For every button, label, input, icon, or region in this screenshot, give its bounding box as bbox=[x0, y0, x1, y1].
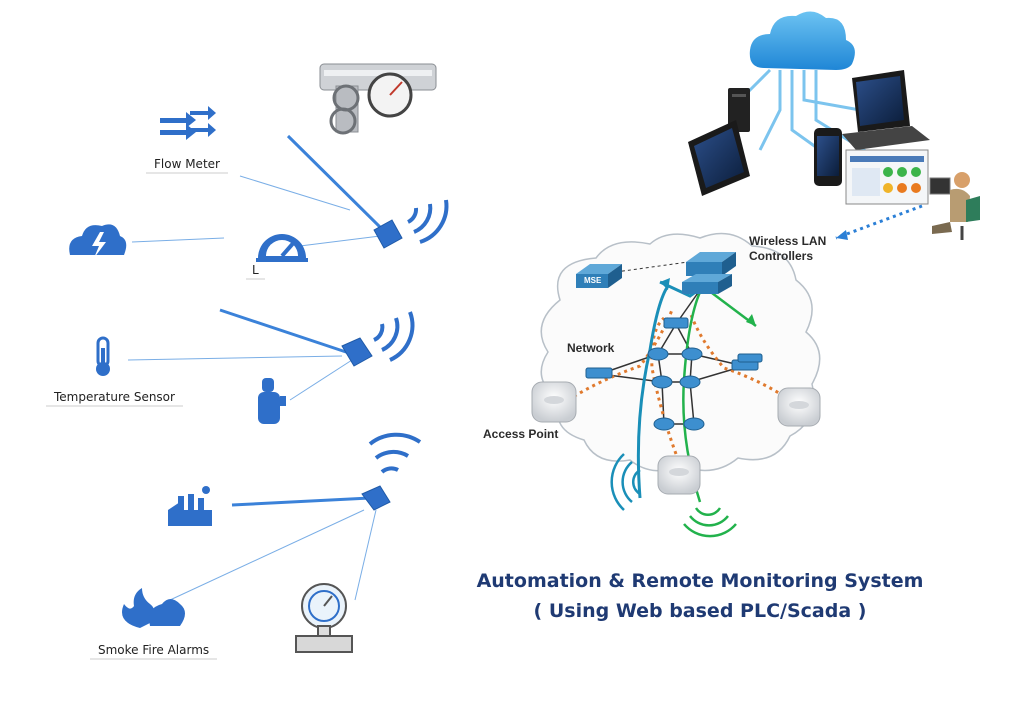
access-point-left bbox=[531, 381, 577, 423]
wireless-transmitter-1 bbox=[373, 199, 449, 249]
mse-link bbox=[615, 261, 689, 273]
wireless-transmitter-3 bbox=[361, 432, 422, 511]
pipe-gauge-icon bbox=[319, 63, 437, 135]
label-wireless-lan: Wireless LAN bbox=[749, 234, 827, 248]
controller-switch-icon bbox=[682, 252, 736, 294]
diagram-subtitle: ( Using Web based PLC/Scada ) bbox=[533, 600, 867, 622]
laptop-device bbox=[842, 70, 930, 150]
label-network: Network bbox=[567, 341, 615, 355]
access-point-bottom bbox=[657, 455, 701, 495]
internet-cloud-icon bbox=[749, 11, 855, 71]
label-access-point: Access Point bbox=[483, 427, 559, 441]
smoke-fire-icon bbox=[122, 588, 185, 628]
factory-icon bbox=[168, 486, 212, 526]
wireless-transmitter-2 bbox=[341, 311, 415, 367]
label-smoke-fire-alarms: Smoke Fire Alarms bbox=[90, 642, 218, 660]
tablet-device bbox=[688, 120, 750, 196]
operator-person-icon bbox=[929, 172, 980, 240]
arrow-head-icon bbox=[746, 314, 756, 326]
server-icon bbox=[728, 88, 750, 132]
gas-cylinder-icon bbox=[258, 378, 286, 424]
arrow-head-icon bbox=[836, 230, 848, 240]
sensor-links bbox=[127, 134, 387, 601]
wifi-signal-icon bbox=[368, 432, 422, 474]
label-mse: MSE bbox=[584, 276, 602, 285]
diagram-title: Automation & Remote Monitoring System bbox=[476, 570, 924, 592]
smartphone-device bbox=[814, 128, 842, 186]
pressure-gauge-icon bbox=[295, 583, 353, 653]
router-icons bbox=[585, 317, 763, 431]
wifi-signal-icon bbox=[610, 453, 641, 511]
label-temperature-sensor: Temperature Sensor bbox=[46, 389, 183, 407]
label-flow-meter: Flow Meter bbox=[146, 156, 228, 174]
orange-path bbox=[567, 309, 791, 455]
label-controllers: Controllers bbox=[749, 249, 814, 263]
flow-meter-icon bbox=[160, 106, 216, 140]
thermometer-icon bbox=[96, 336, 110, 376]
wifi-signal-icon bbox=[683, 507, 737, 538]
level-gauge-icon bbox=[256, 234, 308, 262]
power-cloud-icon bbox=[69, 224, 127, 258]
wifi-signal-icon bbox=[373, 311, 415, 362]
label-level-partial: L bbox=[246, 262, 265, 280]
access-point-right bbox=[777, 387, 821, 427]
mse-switch-icon bbox=[576, 264, 622, 288]
controller-link bbox=[835, 204, 923, 240]
arrow-head-icon bbox=[660, 278, 670, 290]
wifi-signal-icon bbox=[406, 199, 449, 244]
scada-monitor bbox=[845, 149, 929, 205]
